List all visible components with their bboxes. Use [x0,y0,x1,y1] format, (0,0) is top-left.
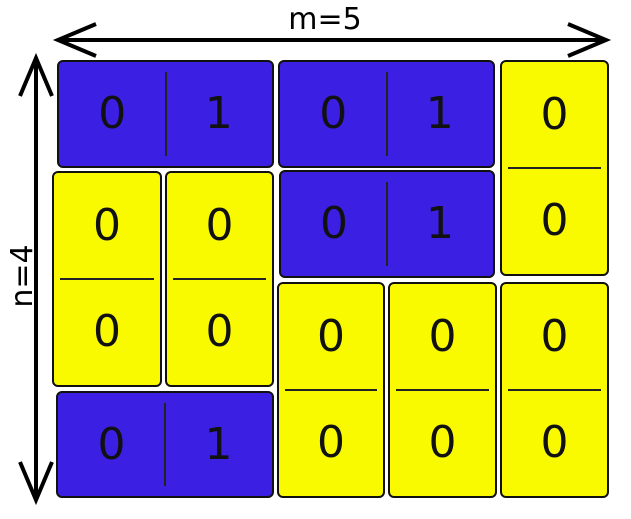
tile-cell-value: 0 [205,306,234,357]
tile-cell-value: 0 [540,311,569,362]
height-arrow [18,52,54,506]
tile-cell-value: 0 [317,311,345,362]
tile-cell-value: 0 [540,89,569,140]
tile-cell-value: 1 [425,88,454,139]
tile-divider [386,182,388,266]
tile-cell-value: 0 [540,195,569,246]
tile-cell-value: 0 [428,311,457,362]
tile-cell-value: 0 [93,200,121,251]
tile-cell-value: 1 [204,418,233,470]
tile-cell-value: 0 [97,418,126,470]
tile-cell-value: 0 [319,88,348,139]
tile-cell-value: 1 [204,88,233,139]
tile-cell-value: 0 [317,417,345,468]
tile-divider [396,389,489,391]
tile-cell-value: 1 [426,198,454,249]
tile-cell-value: 0 [98,88,127,139]
tile-divider [508,167,601,169]
tile-cell-value: 0 [320,198,348,249]
height-label: n=4 [5,244,40,308]
tile-divider [164,72,167,156]
tile-cell-value: 0 [205,200,234,251]
tile-divider [385,72,388,156]
tile-cell-value: 0 [428,417,457,468]
width-arrow [52,22,612,58]
width-label: m=5 [288,2,362,37]
tile-divider [285,389,377,391]
tile-cell-value: 0 [540,417,569,468]
tile-cell-value: 0 [93,306,121,357]
tile-divider [173,278,266,280]
tile-divider [164,403,166,486]
tile-divider [60,278,154,280]
tile-divider [508,389,601,391]
